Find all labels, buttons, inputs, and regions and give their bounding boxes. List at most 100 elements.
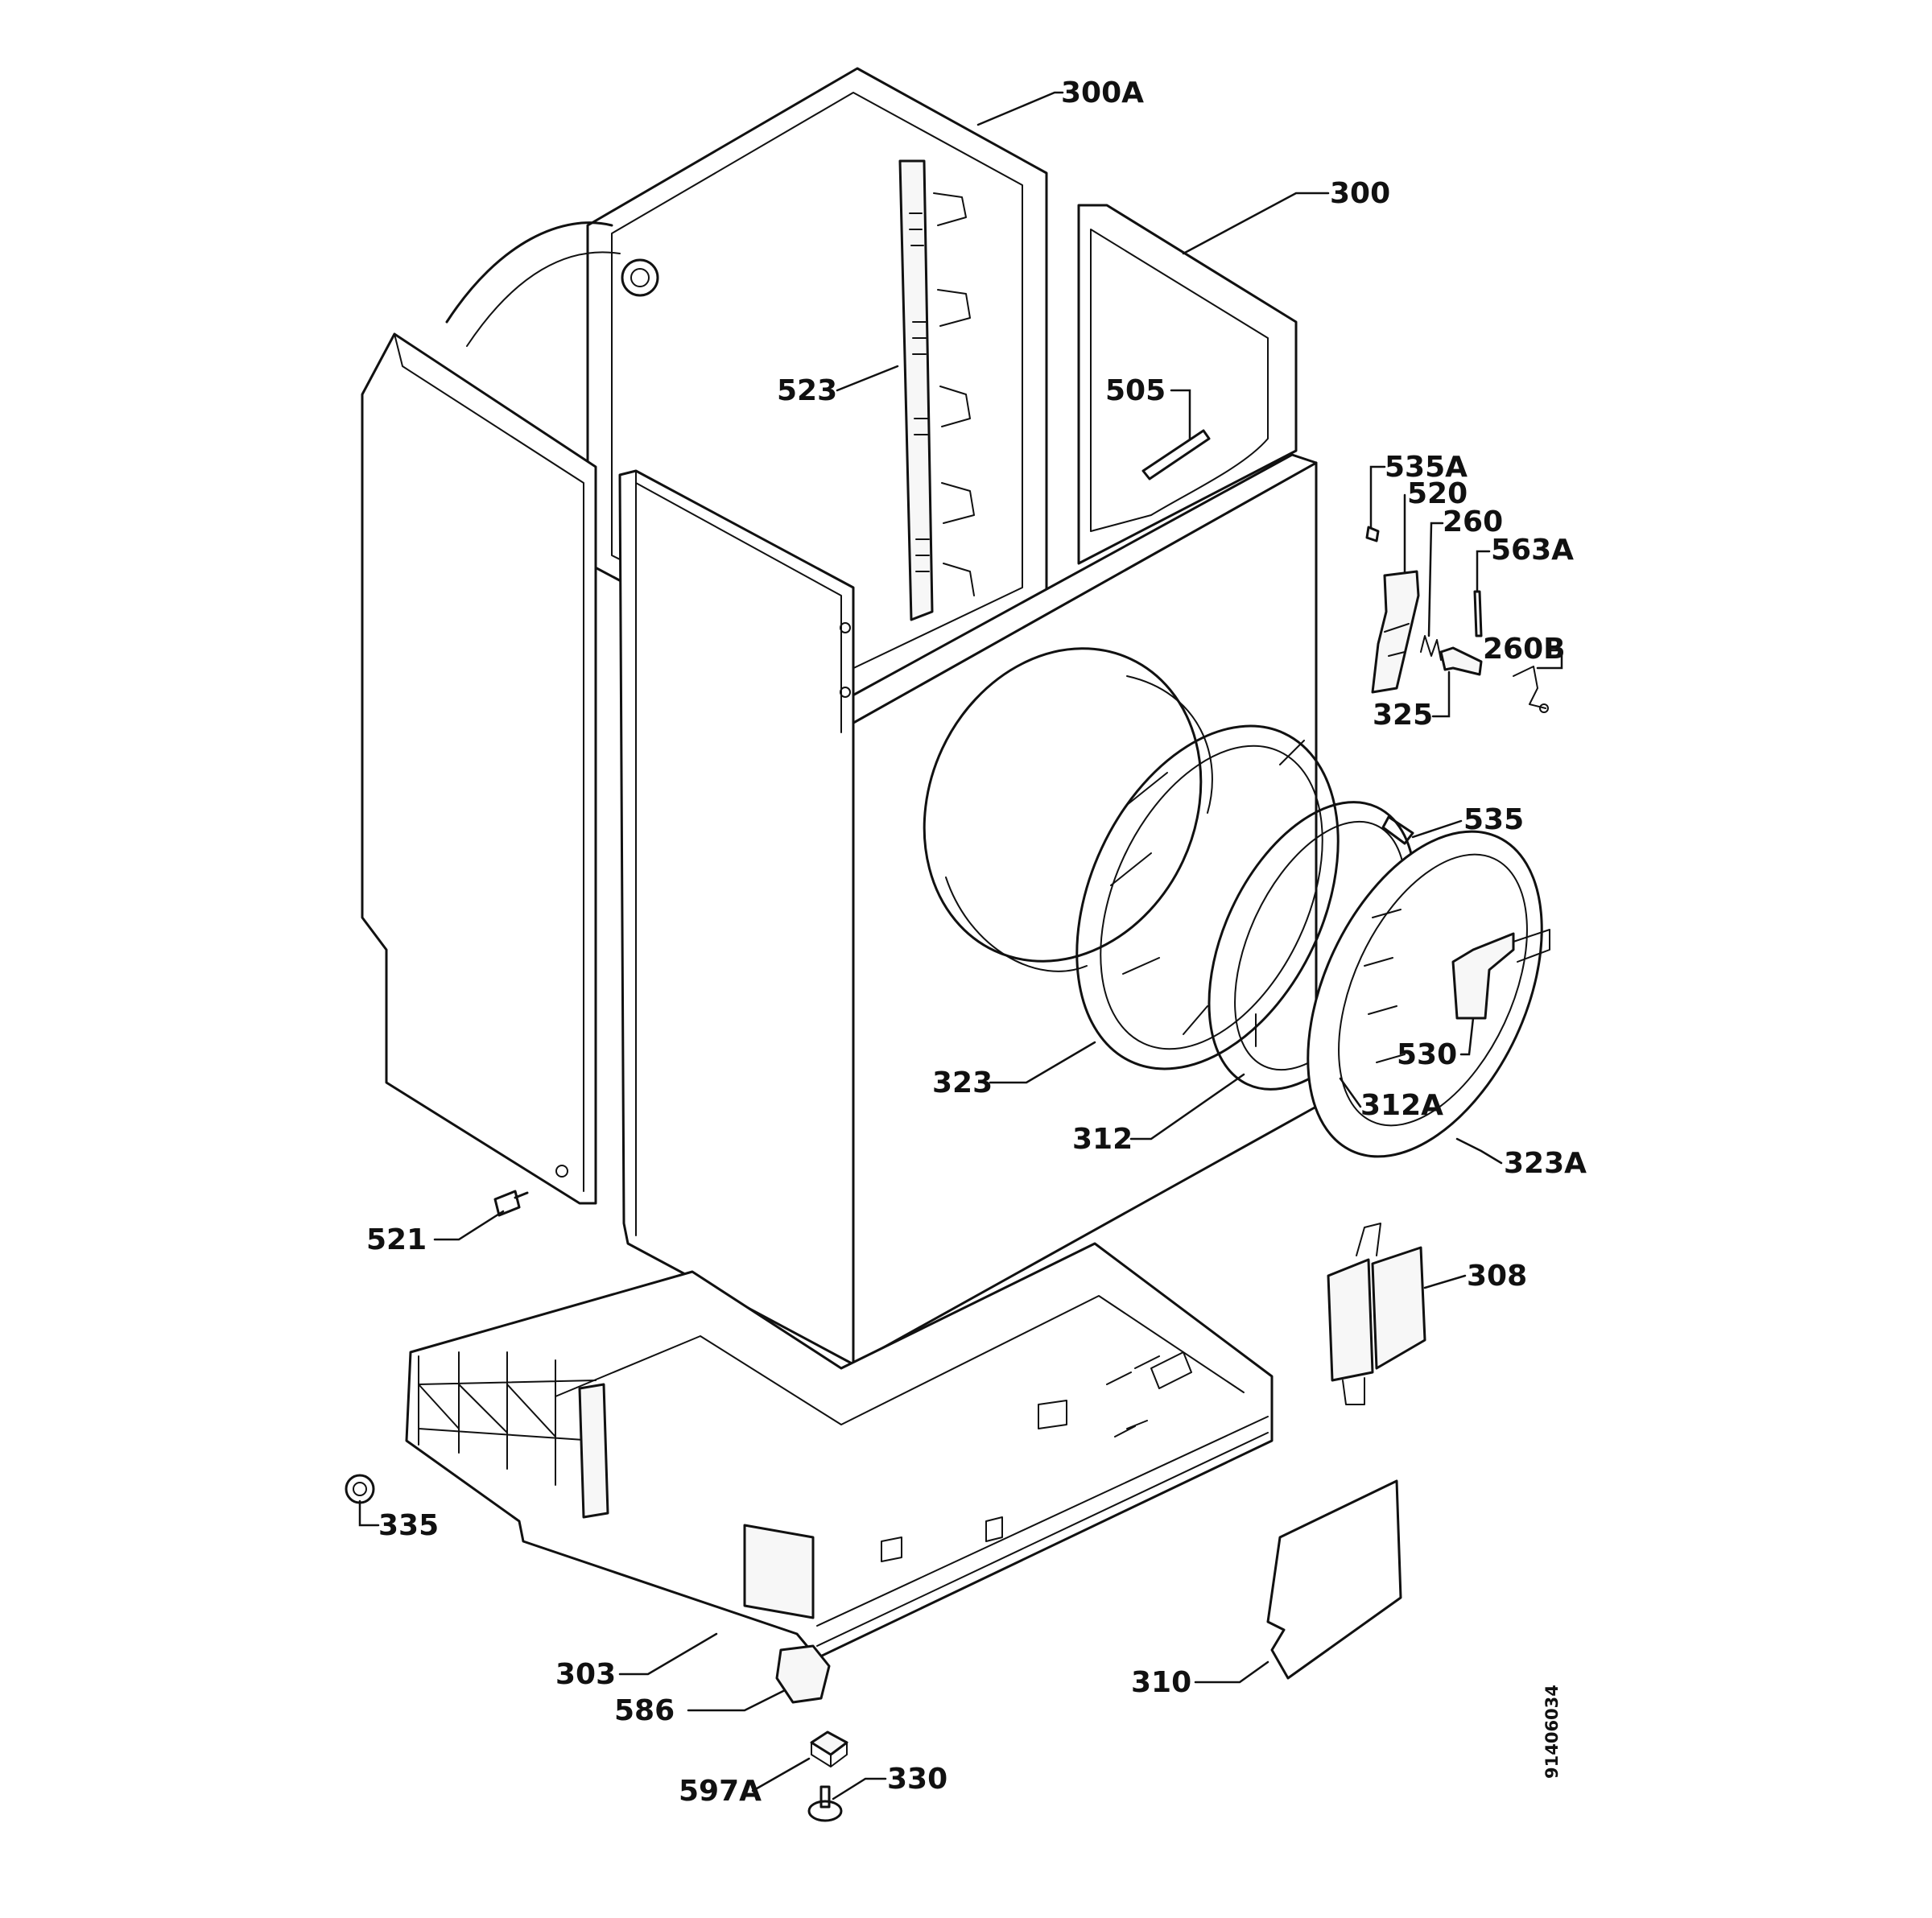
inner-side-top-rail [635,482,842,733]
foot-330-base [807,1800,843,1822]
nut-597A [810,1730,848,1767]
control-strip-523 [898,159,975,621]
catch-520 [1371,570,1420,694]
label-325: 325 [1373,699,1433,732]
base-frame-rear-pillar [743,1524,815,1619]
left-panel-screw-hole [555,1165,568,1178]
leader-260 [1427,522,1444,637]
inner-panel-hole-2 [840,687,851,698]
grommet-335-inner [353,1482,367,1496]
leader-308 [1423,1274,1467,1289]
leader-303 [618,1632,718,1676]
label-310: 310 [1131,1666,1191,1699]
base-frame-column [578,1383,609,1519]
label-505: 505 [1105,374,1166,407]
base-frame-mounts [881,1400,1067,1562]
hinge-530 [1451,932,1515,1020]
door-lock-308-body [1327,1258,1374,1382]
rod-563A [1473,590,1483,637]
leader-530 [1459,1017,1475,1056]
callout-lines [358,91,1563,1800]
leader-505 [1170,389,1191,440]
label-335: 335 [378,1509,439,1542]
inner-panel-hole-1 [840,622,851,633]
leader-535A [1369,465,1386,529]
leader-300A [976,91,1064,126]
leader-312 [1129,1073,1245,1140]
label-300: 300 [1330,177,1390,210]
leader-523 [836,365,899,392]
lock-components [1365,526,1549,713]
control-strip-tabs [933,192,975,596]
door-ring-323-inner [1100,745,1323,1050]
door-assembly [1075,724,1550,1158]
screw-535A [1365,526,1380,542]
rear-frame-arc-inner [466,251,621,347]
leader-300 [1182,192,1330,255]
label-308: 308 [1467,1260,1527,1293]
foot-330-stem [819,1785,831,1809]
label-300A: 300A [1061,76,1144,109]
base-frame-front-rail-2 [816,1432,1269,1647]
label-260B: 260B [1483,633,1566,666]
door-lock-308-plug [1342,1377,1365,1405]
rear-frame-hole [621,258,659,297]
aperture-drum-shadow [945,877,1088,972]
label-521: 521 [366,1223,427,1256]
grommet-335 [345,1474,375,1504]
door-glass-reflection [1364,909,1406,1063]
door-lock-308-plate [1371,1246,1426,1370]
leader-597A [751,1757,811,1792]
leader-323A [1455,1137,1503,1165]
leader-323 [989,1041,1096,1084]
front-panel-door-aperture [923,647,1203,963]
base-frame-lattice [418,1351,597,1486]
right-rear-frame-300-inner [1090,229,1269,532]
label-312: 312 [1072,1123,1133,1156]
door-ring-323 [1075,724,1340,1070]
aperture-inner-rim [1126,675,1213,814]
label-323A: 323A [1504,1147,1587,1180]
hinge-530-arm [1513,929,1550,963]
leader-563A [1476,550,1491,593]
rod-505 [1141,429,1211,481]
label-535: 535 [1463,803,1524,836]
right-rear-frame-300 [1077,204,1298,565]
inner-side-panel [618,469,855,1366]
rear-frame-arc [445,221,613,324]
label-260: 260 [1443,505,1503,538]
foot-330 [807,1785,843,1822]
part-labels: 300A 300 523 505 535A 520 260 563A 260B … [366,76,1587,1808]
leader-586 [687,1689,786,1712]
pin-535 [1381,815,1414,845]
grommet-335-outer [345,1474,375,1504]
door-323A [1307,830,1543,1158]
label-330: 330 [887,1763,947,1796]
nut-597A-body [810,1730,848,1756]
reference-code: 91406034 [1542,1685,1562,1779]
label-535A: 535A [1385,451,1468,484]
leader-535 [1411,819,1463,839]
label-563A: 563A [1491,534,1574,567]
rear-frame-hole-inner [630,268,650,287]
left-side-panel-edge [394,333,584,1192]
catch-520-detail [1384,623,1410,657]
rear-frame-300A-inner [611,92,1023,673]
leader-325 [1431,670,1451,718]
label-523: 523 [777,374,837,407]
control-strip-body [898,159,934,621]
label-312A: 312A [1360,1089,1443,1122]
base-frame-front-rail [816,1416,1269,1627]
label-520: 520 [1407,477,1468,510]
leader-521 [433,1210,505,1241]
base-frame-slots [1106,1351,1192,1437]
door-lock-308 [1327,1223,1426,1405]
lever-325 [1439,646,1483,676]
leader-312A [1339,1077,1362,1108]
spring-260 [1420,635,1442,661]
door-ring-323-spokes [1110,740,1305,1047]
base-frame-body [405,1242,1274,1660]
label-323: 323 [932,1066,993,1099]
base-frame-inner-floor [555,1295,1245,1425]
door-323A-glass [1338,853,1528,1127]
